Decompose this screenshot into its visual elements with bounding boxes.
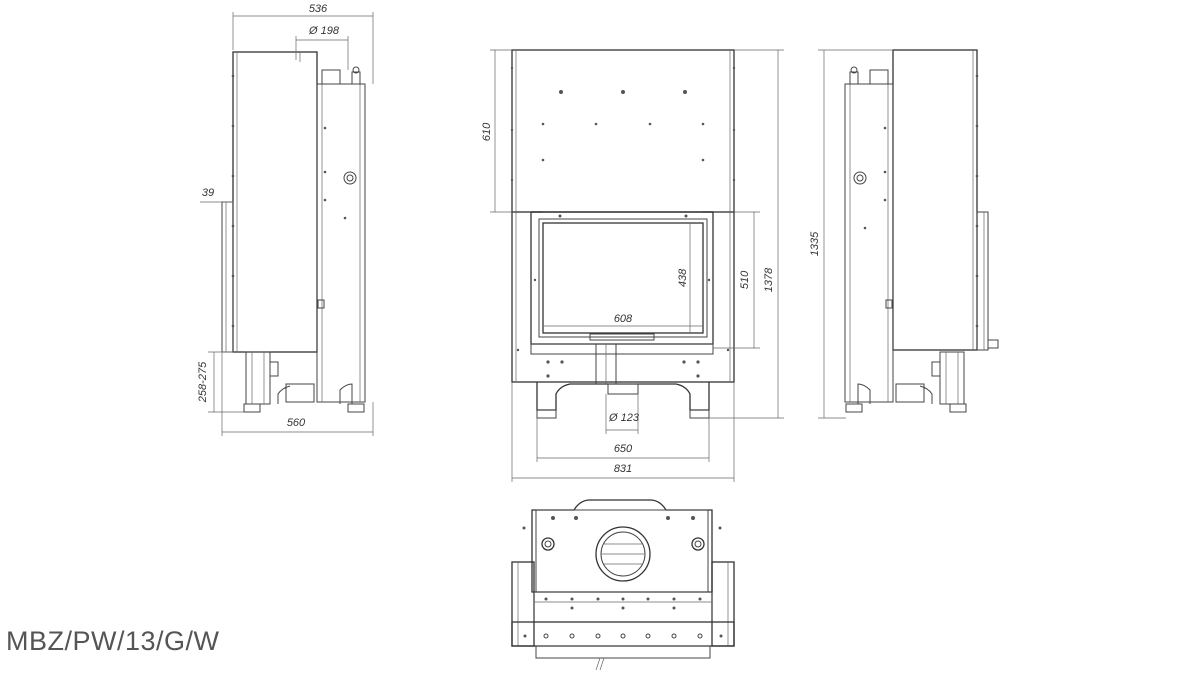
dim-base-depth: 560 bbox=[287, 417, 306, 429]
dim-glass-width: 608 bbox=[614, 313, 633, 325]
right-side-view: 1335 bbox=[809, 49, 999, 419]
dim-leg-height: 258-275 bbox=[197, 361, 209, 403]
dim-air-diameter: Ø 123 bbox=[608, 412, 640, 424]
dim-flue-diameter: Ø 198 bbox=[308, 25, 340, 37]
left-side-view: 536 Ø 198 39 258-275 560 bbox=[197, 3, 374, 436]
dim-total-width: 831 bbox=[614, 463, 632, 475]
dim-side-offset: 39 bbox=[202, 187, 214, 199]
dim-opening-height: 510 bbox=[739, 270, 751, 289]
dim-glass-height: 438 bbox=[677, 268, 689, 287]
dim-total-height: 1378 bbox=[763, 267, 775, 292]
top-view bbox=[511, 499, 735, 671]
model-code: MBZ/PW/13/G/W bbox=[6, 626, 220, 656]
front-view: 610 438 608 510 1378 Ø 123 650 831 bbox=[481, 49, 784, 482]
dim-base-width: 650 bbox=[614, 443, 633, 455]
dim-side-height: 1335 bbox=[809, 231, 821, 256]
dim-side-depth: 536 bbox=[309, 3, 328, 15]
dim-upper-height: 610 bbox=[481, 122, 493, 141]
